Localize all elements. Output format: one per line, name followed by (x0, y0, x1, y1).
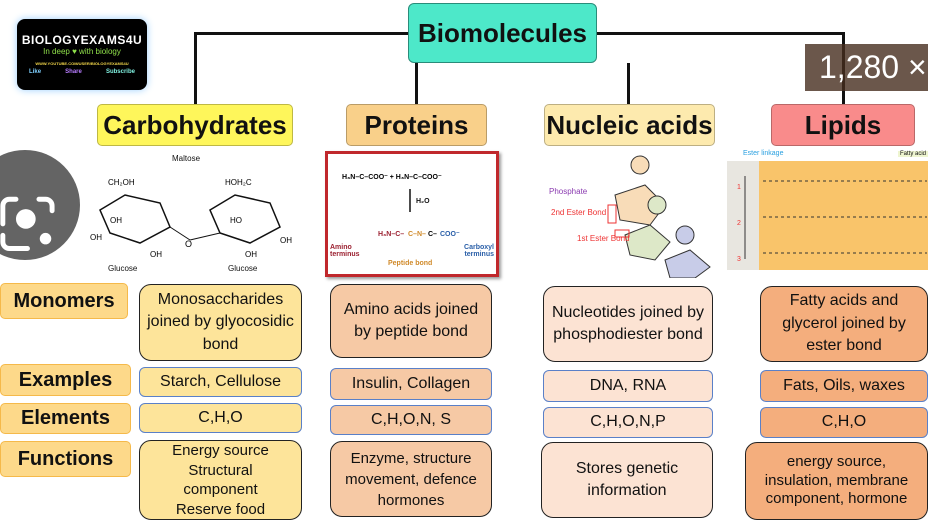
maltose-structure: O CH₂OH HOH₂C OH OH OH HO OH OH (90, 178, 292, 259)
nucleic-examples: DNA, RNA (543, 370, 713, 402)
protein-elements: C,H,O,N, S (330, 405, 492, 435)
svg-text:OH: OH (245, 250, 257, 259)
lipid-monomers: Fatty acids and glycerol joined by ester… (760, 286, 928, 362)
svg-text:3: 3 (737, 256, 741, 263)
svg-text:2: 2 (737, 220, 741, 227)
connector (627, 63, 630, 104)
google-lens-button[interactable] (0, 150, 80, 260)
carb-functions: Energy source Structural component Reser… (139, 440, 302, 520)
carb-monomers: Monosaccharides joined by glyocosidic bo… (139, 284, 302, 361)
logo-subscribe: Subscribe (105, 69, 135, 75)
logo-name: BIOLOGYEXAMS4U (21, 33, 143, 47)
logo-like: Like (29, 69, 42, 75)
svg-text:HOH₂C: HOH₂C (225, 178, 252, 187)
fatty-acid-chains: 1 2 3 (737, 176, 927, 263)
protein-monomers: Amino acids joined by peptide bond (330, 284, 492, 358)
svg-text:OH: OH (280, 236, 292, 245)
logo-tagline: In deep ♥ with biology (43, 47, 121, 56)
svg-text:C–N–: C–N– (408, 231, 426, 238)
glucose-left-label: Glucose (108, 264, 138, 273)
connector (597, 32, 845, 35)
protein-examples: Insulin, Collagen (330, 368, 492, 400)
logo-url: WWW.YOUTUBE.COM/USER/BIOLOGYEXAMS4U (35, 61, 129, 66)
svg-text:HO: HO (230, 216, 242, 225)
row-label-monomers: Monomers (0, 283, 128, 319)
row-label-examples: Examples (0, 364, 131, 396)
nucleotide-structure (607, 155, 711, 278)
peptide-bond-label: Peptide bond (388, 260, 433, 267)
nucleic-monomers: Nucleotides joined by phosphodiester bon… (543, 286, 713, 362)
svg-text:OH: OH (150, 250, 162, 259)
ester-linkage-label: Ester linkage (743, 150, 784, 157)
row-label-elements: Elements (0, 403, 131, 434)
svg-text:CH₂OH: CH₂OH (108, 178, 135, 187)
svg-text:O: O (185, 239, 192, 249)
carb-elements: C,H,O (139, 403, 302, 433)
nucleotide-figure: Phosphate 2nd Ester Bond 1st Ester Bond (545, 150, 725, 278)
glucose-right-label: Glucose (228, 264, 258, 273)
svg-text:1: 1 (737, 184, 741, 191)
svg-text:H₃N–C–COO⁻ + H₃N–C–COO⁻: H₃N–C–COO⁻ + H₃N–C–COO⁻ (342, 174, 442, 181)
svg-text:OH: OH (90, 233, 102, 242)
svg-text:H₃N–C–: H₃N–C– (378, 231, 404, 238)
maltose-figure: Maltose O CH₂OH HOH₂C OH OH OH HO OH OH Gluco… (80, 150, 310, 275)
connector (415, 63, 418, 104)
fatty-acid-tag: Fatty acid (897, 151, 928, 157)
logo-share: Share (65, 69, 82, 75)
first-ester-bond-label: 1st Ester Bond (577, 234, 630, 243)
nucleic-elements: C,H,O,N,P (543, 407, 713, 438)
maltose-label: Maltose (172, 154, 201, 163)
lipid-elements: C,H,O (760, 407, 928, 438)
phosphate-label: Phosphate (549, 187, 588, 196)
row-label-functions: Functions (0, 441, 131, 477)
triglyceride-figure: Ester linkage 1 2 3 Fatty acid (727, 150, 928, 270)
carboxyl-terminus-label: Carboxyl terminus (464, 244, 494, 258)
image-resolution-badge: 1,280 × (805, 44, 928, 91)
channel-logo[interactable]: BIOLOGYEXAMS4U In deep ♥ with biology WW… (17, 19, 147, 90)
peptide-structure: H₃N–C–COO⁻ + H₃N–C–COO⁻ H₃N–C– C–N– C– C… (342, 174, 460, 238)
nucleic-functions: Stores genetic information (541, 442, 713, 518)
svg-text:OH: OH (110, 216, 122, 225)
svg-text:COO⁻: COO⁻ (440, 231, 460, 238)
category-carbohydrates: Carbohydrates (97, 104, 293, 146)
lens-icon (0, 196, 55, 251)
second-ester-bond-label: 2nd Ester Bond (551, 208, 607, 217)
peptide-bond-figure: H₃N–C–COO⁻ + H₃N–C–COO⁻ H₃N–C– C–N– C– C… (325, 151, 499, 277)
connector (194, 32, 197, 104)
category-lipids: Lipids (771, 104, 915, 146)
lipid-examples: Fats, Oils, waxes (760, 370, 928, 402)
diagram-title: Biomolecules (408, 3, 597, 63)
lipid-functions: energy source, insulation, membrane comp… (745, 442, 928, 520)
protein-functions: Enzyme, structure movement, defence horm… (330, 441, 492, 517)
amino-terminus-label: Amino terminus (330, 244, 360, 258)
category-proteins: Proteins (346, 104, 487, 146)
category-nucleic-acids: Nucleic acids (544, 104, 715, 146)
carb-examples: Starch, Cellulose (139, 367, 302, 397)
connector (194, 32, 408, 35)
water-label: H₂O (416, 198, 430, 205)
svg-text:C–: C– (428, 231, 437, 238)
